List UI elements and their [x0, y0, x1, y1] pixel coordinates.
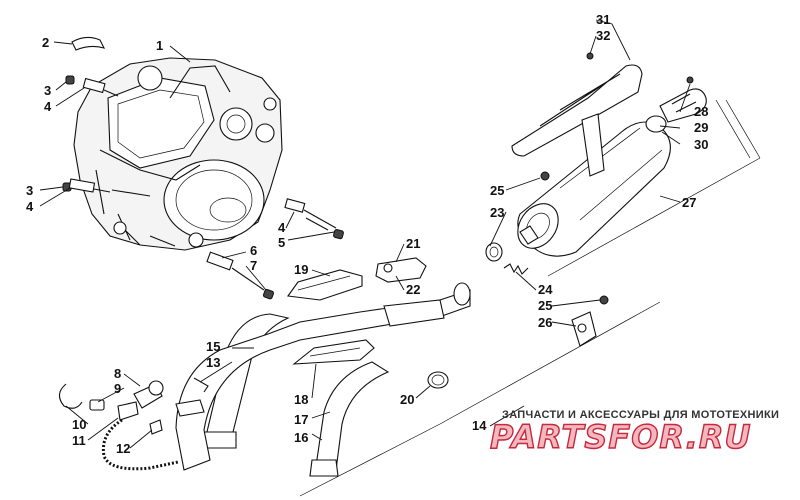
callout-20: 20: [400, 392, 414, 407]
callout-4-lower: 4: [26, 199, 34, 214]
callout-12: 12: [116, 441, 130, 456]
callout-2: 2: [42, 35, 49, 50]
callout-24: 24: [538, 282, 553, 297]
muffler-heat-shield: [511, 52, 643, 177]
exhaust-head-pipe: [199, 313, 290, 449]
callout-31: 31: [596, 12, 610, 27]
callout-28: 28: [694, 104, 708, 119]
callout-25-upper: 25: [490, 183, 504, 198]
stud-bolt-upper: [65, 75, 119, 97]
callout-4-upper: 4: [44, 99, 52, 114]
callout-30: 30: [694, 137, 708, 152]
callout-16: 16: [294, 430, 308, 445]
spring: [503, 263, 529, 275]
stud-bolt-lower: [62, 178, 111, 193]
callout-10: 10: [72, 417, 86, 432]
callout-22: 22: [406, 282, 420, 297]
callout-7: 7: [250, 258, 257, 273]
callout-14: 14: [472, 418, 487, 433]
callout-32: 32: [596, 28, 610, 43]
watermark-logo: PARTSFOR.RU: [489, 417, 752, 456]
pipe-group-bracket: [299, 301, 661, 497]
callout-1: 1: [156, 38, 163, 53]
exhaust-mid-pipe: [175, 282, 471, 471]
gasket-ring: [485, 242, 503, 262]
stud-bolt-right: [284, 198, 344, 240]
callout-23: 23: [490, 205, 504, 220]
watermark-caption: ЗАПЧАСТИ И АКСЕССУАРЫ ДЛЯ МОТОТЕХНИКИ: [502, 409, 780, 421]
callout-4-right: 4: [278, 220, 286, 235]
tail-pipe-section: [309, 361, 390, 477]
callout-11: 11: [72, 433, 86, 448]
callout-9: 9: [114, 381, 121, 396]
muffler: [517, 121, 671, 257]
exhaust-clamp: [427, 371, 449, 389]
spark-arrestor: [645, 76, 707, 133]
oxygen-sensor-assembly: [58, 377, 209, 471]
callout-6: 6: [250, 243, 257, 258]
callout-8: 8: [114, 366, 121, 381]
callout-5: 5: [278, 235, 285, 250]
callout-15: 15: [206, 339, 220, 354]
shield-bracket: [375, 257, 427, 283]
callout-18: 18: [294, 392, 308, 407]
callout-3-lower: 3: [26, 183, 33, 198]
heat-shield-mid: [292, 339, 375, 365]
callout-13: 13: [206, 355, 220, 370]
leader-lines: [39, 19, 691, 449]
callout-25-lower: 25: [538, 298, 552, 313]
callout-26: 26: [538, 315, 552, 330]
callout-29: 29: [694, 120, 708, 135]
callout-labels: 1 2 3 4 3 4 4 5 6 7 8 9 10 11 12 13 14 1…: [26, 12, 708, 456]
muffler-group-bracket: [547, 99, 761, 277]
stud-bolt-bottom: [206, 251, 275, 300]
callout-27: 27: [682, 195, 696, 210]
callout-17: 17: [294, 412, 308, 427]
callout-19: 19: [294, 262, 308, 277]
engine-assembly: [73, 57, 283, 251]
mount-bracket: [540, 171, 609, 347]
callout-3-upper: 3: [44, 83, 51, 98]
callout-21: 21: [406, 236, 420, 251]
gasket: [71, 36, 106, 51]
heat-shield-small: [287, 269, 363, 301]
